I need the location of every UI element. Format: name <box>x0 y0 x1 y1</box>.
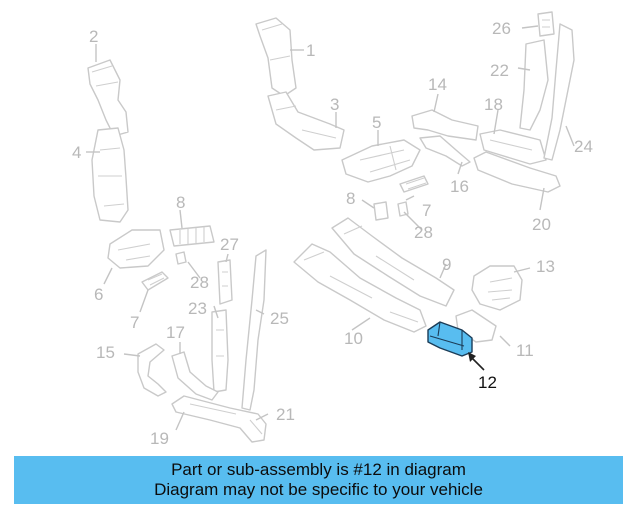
callout-13: 13 <box>536 257 555 276</box>
callout-2: 2 <box>89 27 98 46</box>
part-8-vent <box>169 225 215 247</box>
part-6-blower <box>107 229 165 269</box>
part-15-tube <box>137 343 167 397</box>
part-28-clip-left <box>175 251 187 265</box>
part-19-floor-duct <box>171 395 267 443</box>
callout-25: 25 <box>270 309 289 328</box>
callout-28-center: 28 <box>414 223 433 242</box>
part-12-highlighted <box>427 321 473 357</box>
part-14-duct <box>411 109 479 141</box>
callout-4: 4 <box>72 143 81 162</box>
part-17-duct <box>171 351 219 401</box>
banner-line-2: Diagram may not be specific to your vehi… <box>154 480 483 499</box>
part-7-grille-left <box>141 271 169 291</box>
callout-11: 11 <box>516 341 534 360</box>
part-2-duct <box>87 59 129 137</box>
part-28-clip-center <box>397 201 409 217</box>
callout-19: 19 <box>150 429 169 448</box>
callout-16: 16 <box>450 177 469 196</box>
part-3-duct <box>267 91 345 151</box>
info-banner: Part or sub-assembly is #12 in diagram D… <box>14 456 623 504</box>
callout-5: 5 <box>372 113 381 132</box>
callout-3: 3 <box>330 95 339 114</box>
callout-26: 26 <box>492 19 511 38</box>
callout-15: 15 <box>96 343 115 362</box>
callout-7-left: 7 <box>130 313 139 332</box>
callout-10: 10 <box>344 329 363 348</box>
part-27-piece <box>217 259 233 305</box>
callout-21: 21 <box>276 405 295 424</box>
callout-14: 14 <box>428 75 447 94</box>
part-10-duct <box>293 243 427 333</box>
part-23-duct <box>211 309 229 393</box>
part-22-piece <box>519 39 549 131</box>
callout-12-highlighted: 12 <box>478 373 497 392</box>
callout-6: 6 <box>94 285 103 304</box>
part-5-assembly <box>341 139 421 183</box>
part-8-clip-center <box>373 201 389 221</box>
part-24-strip <box>543 23 575 161</box>
part-1-duct <box>255 17 297 97</box>
callout-20: 20 <box>532 215 551 234</box>
callout-17: 17 <box>166 323 185 342</box>
part-9-duct <box>331 217 455 307</box>
part-16-duct <box>419 135 471 167</box>
callout-1: 1 <box>306 41 315 60</box>
callout-18: 18 <box>484 95 503 114</box>
part-20-duct <box>473 151 561 193</box>
callout-23: 23 <box>188 299 207 318</box>
part-25-strip <box>241 249 267 411</box>
part-18-vent <box>479 129 547 165</box>
callout-28-left: 28 <box>190 273 209 292</box>
leader-lines <box>86 25 575 431</box>
callout-22: 22 <box>490 61 509 80</box>
part-26-piece <box>537 11 555 37</box>
banner-line-1: Part or sub-assembly is #12 in diagram <box>171 460 466 479</box>
part-7-grille-center <box>399 175 429 193</box>
callout-7-center: 7 <box>422 201 431 220</box>
callout-8-left: 8 <box>176 193 185 212</box>
part-13-vent <box>471 265 523 311</box>
part-4-duct <box>91 127 129 223</box>
callout-8-center: 8 <box>346 189 355 208</box>
callout-24: 24 <box>574 137 593 156</box>
callout-9: 9 <box>442 255 451 274</box>
callout-27: 27 <box>220 235 239 254</box>
